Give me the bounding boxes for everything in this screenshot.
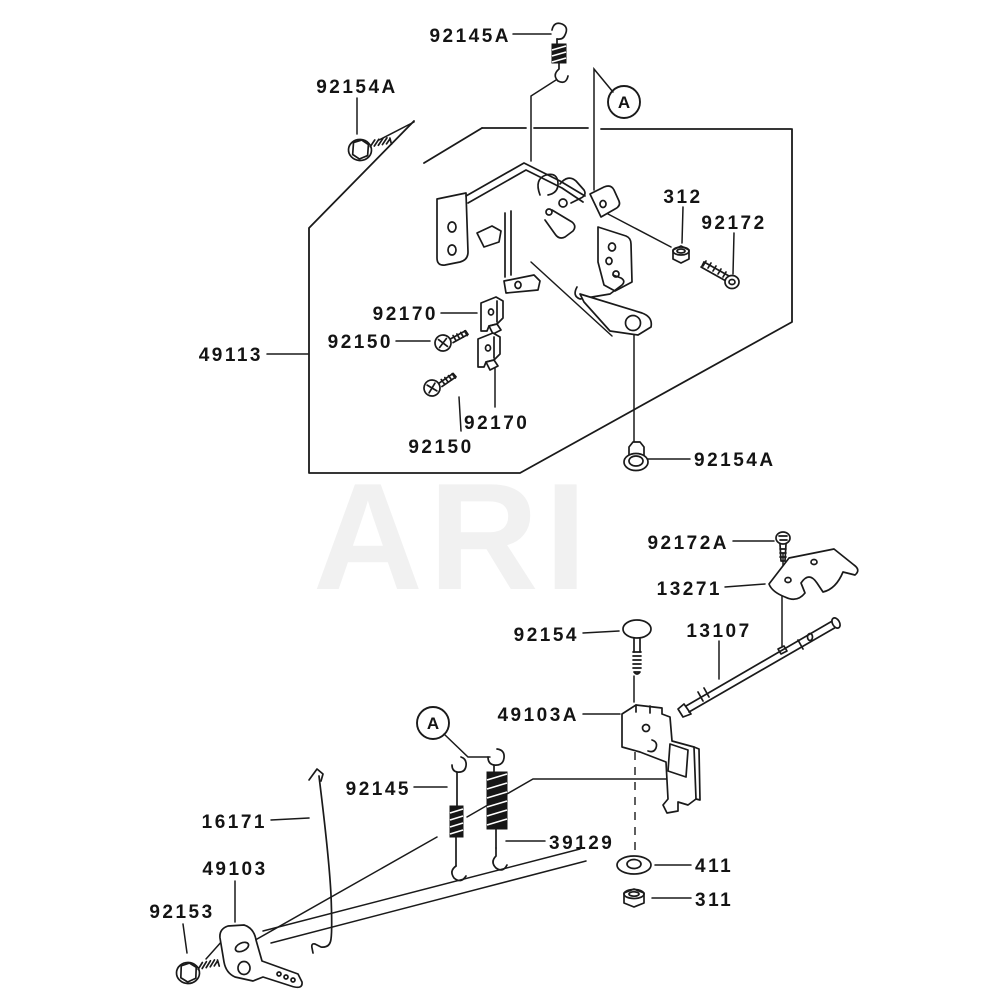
nut-311 xyxy=(623,888,645,908)
callout-49113[interactable]: 49113 xyxy=(199,345,263,366)
callout-92154A-top[interactable]: 92154A xyxy=(316,77,398,98)
shaft-13107 xyxy=(677,617,841,718)
hex-bolt-92153 xyxy=(175,957,221,986)
screw-92150-b xyxy=(421,372,461,399)
callout-13271[interactable]: 13271 xyxy=(657,579,722,600)
washer-411 xyxy=(616,855,652,875)
spring-92145A xyxy=(551,22,569,84)
callout-312[interactable]: 312 xyxy=(663,187,702,208)
callout-39129[interactable]: 39129 xyxy=(549,833,614,854)
callout-13107[interactable]: 13107 xyxy=(686,621,751,642)
clip-92170-b xyxy=(477,332,501,371)
part-callouts: 92145A 92154A 312 92172 49113 92170 9215… xyxy=(149,26,776,923)
callout-92145[interactable]: 92145 xyxy=(346,779,411,800)
rod-16171 xyxy=(308,768,333,954)
watermark-text: ARI xyxy=(313,452,593,622)
callout-92170-b[interactable]: 92170 xyxy=(464,413,529,434)
screw-92172A xyxy=(775,531,791,562)
callout-16171[interactable]: 16171 xyxy=(202,812,267,833)
callout-311[interactable]: 311 xyxy=(695,890,733,911)
callout-92150-b[interactable]: 92150 xyxy=(408,437,473,458)
control-bracket-assembly xyxy=(436,162,653,336)
plate-49103 xyxy=(219,924,303,989)
hex-bolt-92154A-top xyxy=(346,134,393,164)
callout-92154A-bottom[interactable]: 92154A xyxy=(694,450,776,471)
enclosure-box-49113 xyxy=(308,120,793,474)
view-marker-a-top-label: A xyxy=(618,93,630,112)
callout-92172[interactable]: 92172 xyxy=(701,213,766,234)
clip-92170-a xyxy=(480,296,504,335)
view-marker-a-bottom-label: A xyxy=(427,714,439,733)
callout-92153[interactable]: 92153 xyxy=(149,902,214,923)
spring-39129 xyxy=(486,748,508,871)
callout-92154[interactable]: 92154 xyxy=(514,625,579,646)
view-marker-a-top[interactable]: A xyxy=(607,85,641,119)
flange-bolt-92154A-bottom xyxy=(623,441,649,472)
spring-92145 xyxy=(449,756,467,882)
callout-411[interactable]: 411 xyxy=(695,856,733,877)
bolt-92172 xyxy=(700,260,740,290)
lever-49103A xyxy=(621,704,701,814)
carriage-bolt-92154 xyxy=(622,619,652,675)
screw-92150-a xyxy=(432,329,471,353)
callout-92145A[interactable]: 92145A xyxy=(429,26,511,47)
plate-13271 xyxy=(768,548,859,601)
view-marker-a-bottom[interactable]: A xyxy=(416,706,450,740)
nut-312 xyxy=(672,245,690,264)
callout-92172A[interactable]: 92172A xyxy=(647,533,729,554)
callout-92170-a[interactable]: 92170 xyxy=(373,304,438,325)
callout-49103[interactable]: 49103 xyxy=(202,859,267,880)
callout-92150-a[interactable]: 92150 xyxy=(328,332,393,353)
callout-49103A[interactable]: 49103A xyxy=(497,705,579,726)
